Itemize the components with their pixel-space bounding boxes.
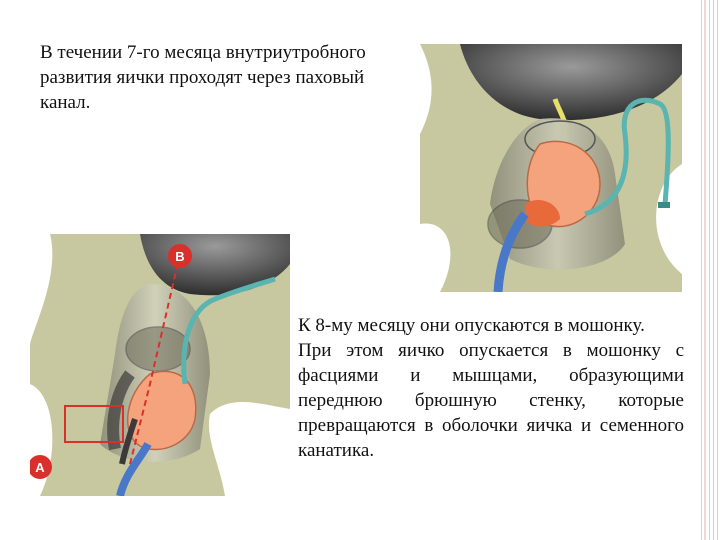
decorative-side-border [698,0,720,540]
text-seventh-month: В течении 7-го месяца внутриутробного ра… [40,42,366,113]
text-eighth-month-line2: При этом яичко опускается в мошонку с фа… [298,340,684,461]
marker-a-label: A [35,460,45,475]
illustration-scrotal-descent: B A [30,234,290,496]
marker-b-label: B [175,249,184,264]
text-eighth-month: К 8-му месяцу они опускаются в мошонку. … [298,313,684,463]
illustration-inguinal-canal [420,44,682,292]
text-eighth-month-line1: К 8-му месяцу они опускаются в мошонку. [298,315,645,336]
